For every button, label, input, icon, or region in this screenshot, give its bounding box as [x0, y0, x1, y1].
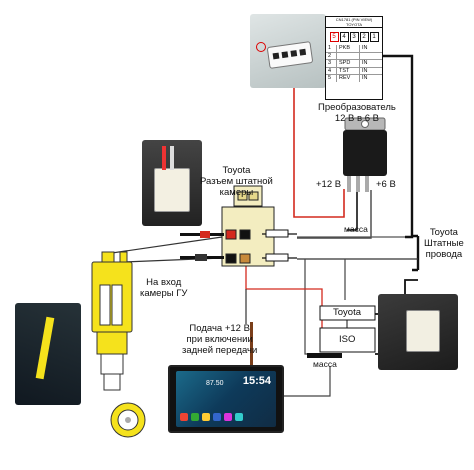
gray-wire-plus6: [297, 190, 372, 239]
converter-ground-label: масса: [344, 224, 368, 234]
app-icon: [235, 413, 243, 421]
head-unit-input-label: На вход камеры ГУ: [140, 277, 188, 299]
plus6-label: +6 В: [376, 179, 396, 190]
app-icon: [213, 413, 221, 421]
voltage-converter: [343, 117, 387, 192]
iso-bottom-label: ISO: [339, 334, 356, 345]
red-wire-reverse-power: [245, 264, 323, 330]
pin-cell: 5: [326, 75, 337, 82]
rca-plug: [91, 251, 133, 391]
pin-cell: 2: [326, 52, 337, 60]
camera-connector-photo: [142, 140, 202, 226]
iso-adapter: [319, 305, 376, 353]
pin-cell: 4: [326, 67, 337, 75]
bottom-ground-label: масса: [313, 359, 337, 369]
ground-bar-bottom: [307, 353, 342, 358]
socket-icon: [266, 41, 314, 69]
app-icon: [224, 413, 232, 421]
pin-cell: IN: [362, 45, 368, 51]
connector-plug-icon: [154, 168, 190, 212]
head-unit-screen: 87.50 15:54: [168, 365, 284, 433]
pin-number: 5: [329, 32, 339, 42]
app-icon: [191, 413, 199, 421]
pin-number: 3: [349, 32, 359, 42]
pin-numbers: 5 4 3 2 1: [326, 32, 382, 42]
pin-table-header: CN1781 (PIN VIEW) TOYOTA: [326, 17, 382, 28]
pin-cell: [337, 52, 360, 60]
harness-plug-icon: [406, 310, 440, 352]
brown-wire-to-head-unit: [250, 322, 253, 366]
pin-cell: PKB: [337, 45, 360, 52]
plus12-label: +12 В: [316, 179, 342, 190]
pin-cell: IN: [362, 67, 368, 74]
pin-number: 2: [359, 32, 369, 42]
pin-row: 2: [326, 52, 382, 61]
camera-connector: [221, 185, 297, 267]
pin-cell: REV: [337, 75, 360, 82]
pin-socket-photo: [250, 14, 326, 88]
pin-number: 1: [369, 32, 379, 42]
pin-cell: [360, 53, 382, 60]
gray-wire-head-unit-low: [282, 366, 331, 397]
black-wire-rev-line: [382, 54, 414, 239]
iso-harness-photo: [378, 294, 458, 370]
rca-yellow-icon: [35, 316, 55, 380]
app-icon: [180, 413, 188, 421]
app-icon: [202, 413, 210, 421]
app-icons: [180, 413, 243, 421]
rca-cable-photo: [15, 303, 81, 405]
pin-cell: SPD: [337, 60, 360, 67]
radio-frequency: 87.50: [206, 380, 224, 387]
rca-socket-front: [110, 402, 146, 438]
toyota-wires-label: Toyota Штатные провода: [424, 227, 464, 260]
black-wire-converter-ground: [347, 190, 358, 231]
connector-left-wires: [180, 231, 224, 261]
toyota-connector-label: Toyota Разъем штатной камеры: [200, 165, 273, 198]
clock-time: 15:54: [242, 375, 271, 387]
iso-top-label: Toyota: [333, 307, 361, 318]
pin-cell: 3: [326, 60, 337, 67]
pin-cell: IN: [362, 60, 368, 67]
converter-label: Преобразователь 12 В в 6 В: [318, 102, 396, 124]
pin-cell: IN: [362, 75, 368, 82]
pin-cell: 1: [326, 45, 337, 52]
pin-cell: TST: [337, 67, 360, 75]
reverse-power-label: Подача +12 В при включении задней переда…: [182, 323, 258, 356]
pin-number: 4: [339, 32, 349, 42]
